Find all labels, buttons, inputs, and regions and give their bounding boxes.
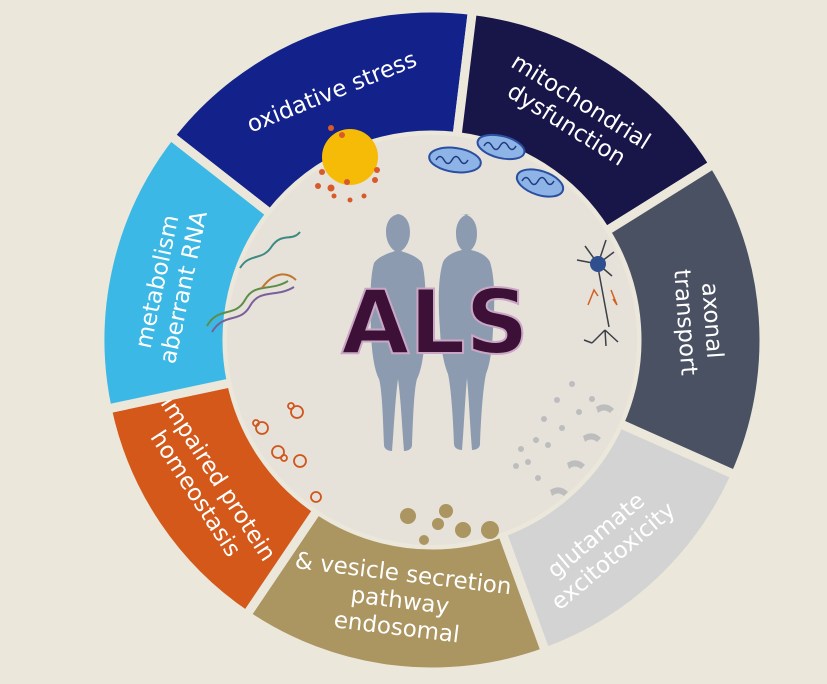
segment-label-axonal-transport: axonaltransport xyxy=(668,267,728,377)
vesicle-icon xyxy=(400,504,499,545)
center-title: ALS xyxy=(341,271,529,374)
glutamate-receptor-icon xyxy=(513,381,614,496)
protein-aggregate-icon xyxy=(252,402,322,503)
rna-strand-icon xyxy=(206,231,301,333)
mitochondria-icon xyxy=(428,133,565,198)
oxidized-particle-icon xyxy=(315,125,380,203)
neuron-icon xyxy=(576,239,619,347)
segment-label-line: axonal xyxy=(696,282,727,360)
human-figures-icon xyxy=(370,214,495,451)
